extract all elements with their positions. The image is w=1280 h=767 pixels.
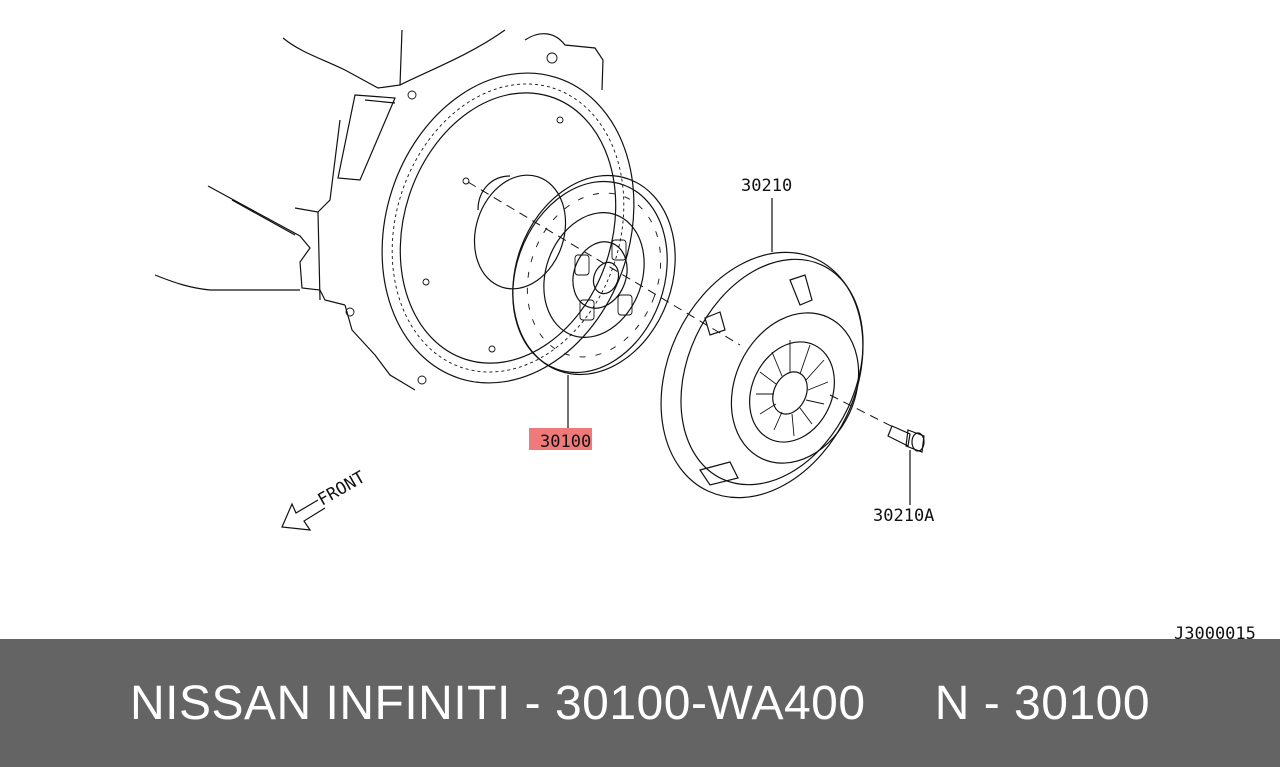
caption-bar: NISSAN INFINITI - 30100-WA400 N - 30100	[0, 639, 1280, 767]
front-label: FRONT	[315, 467, 369, 510]
engine-block	[154, 29, 604, 391]
callout-30210: 30210	[741, 176, 792, 196]
flywheel	[345, 52, 635, 385]
front-direction-arrow: FRONT	[281, 467, 369, 531]
callout-30100: 30100	[540, 432, 591, 452]
exploded-parts-diagram: 30100 30210 30210A FRONT J3000015	[154, 29, 1256, 640]
bolt	[887, 425, 925, 505]
pressure-plate	[660, 198, 864, 499]
part-number-caption: NISSAN INFINITI - 30100-WA400 N - 30100	[129, 676, 1151, 730]
callout-30210a: 30210A	[873, 506, 934, 526]
drawing-code: J3000015	[1174, 624, 1256, 640]
clutch-disc	[512, 174, 676, 432]
part-highlight	[529, 428, 592, 450]
